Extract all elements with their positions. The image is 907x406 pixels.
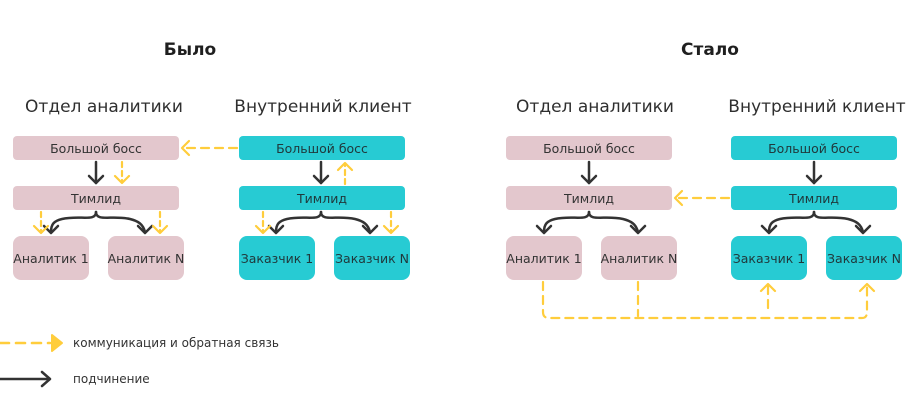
after-title: Стало bbox=[681, 40, 739, 60]
after-analyst-1: Аналитик 1 bbox=[506, 236, 582, 280]
before-client-subordination-arrow bbox=[312, 160, 330, 185]
after-client-boss: Большой босс bbox=[731, 136, 897, 160]
before-client-boss: Большой босс bbox=[239, 136, 405, 160]
before-boss-communication-arrow bbox=[180, 139, 239, 157]
before-analyst-n: Аналитик N bbox=[108, 236, 184, 280]
before-analytics-subordination-arrow bbox=[87, 160, 105, 185]
before-client-member-feedback-arrows bbox=[254, 210, 400, 235]
legend-communication-label: коммуникация и обратная связь bbox=[73, 336, 279, 350]
before-analytics-boss: Большой босс bbox=[13, 136, 179, 160]
after-direct-communication-arrows bbox=[541, 280, 876, 320]
after-analytics-label: Отдел аналитики bbox=[516, 97, 674, 117]
after-client-label: Внутренний клиент bbox=[728, 97, 906, 117]
after-analytics-subordination-arrow bbox=[580, 160, 598, 185]
after-customer-n: Заказчик N bbox=[826, 236, 902, 280]
legend-subordination-arrow bbox=[0, 370, 52, 388]
legend-subordination-label: подчинение bbox=[73, 372, 150, 386]
before-customer-1: Заказчик 1 bbox=[239, 236, 315, 280]
legend-communication-arrowhead bbox=[51, 334, 63, 352]
before-analytics-branch-arrows bbox=[42, 210, 154, 235]
before-client-feedback-arrow bbox=[336, 161, 354, 186]
after-client-teamlead: Тимлид bbox=[731, 186, 897, 210]
before-client-branch-arrows bbox=[267, 210, 379, 235]
after-analytics-boss: Большой босс bbox=[506, 136, 672, 160]
after-client-branch-arrows bbox=[760, 210, 872, 235]
before-analytics-teamlead: Тимлид bbox=[13, 186, 179, 210]
before-analytics-feedback-arrow bbox=[113, 160, 131, 185]
after-analyst-n: Аналитик N bbox=[601, 236, 677, 280]
after-analytics-branch-arrows bbox=[535, 210, 647, 235]
after-teamlead-communication-arrow bbox=[673, 189, 731, 207]
before-analytics-member-feedback-arrows bbox=[32, 210, 169, 235]
before-client-teamlead: Тимлид bbox=[239, 186, 405, 210]
after-customer-1: Заказчик 1 bbox=[731, 236, 807, 280]
after-analytics-teamlead: Тимлид bbox=[506, 186, 672, 210]
after-client-subordination-arrow bbox=[805, 160, 823, 185]
before-analyst-1: Аналитик 1 bbox=[13, 236, 89, 280]
before-customer-n: Заказчик N bbox=[334, 236, 410, 280]
before-client-label: Внутренний клиент bbox=[234, 97, 412, 117]
before-title: Было bbox=[163, 40, 217, 60]
before-analytics-label: Отдел аналитики bbox=[25, 97, 183, 117]
